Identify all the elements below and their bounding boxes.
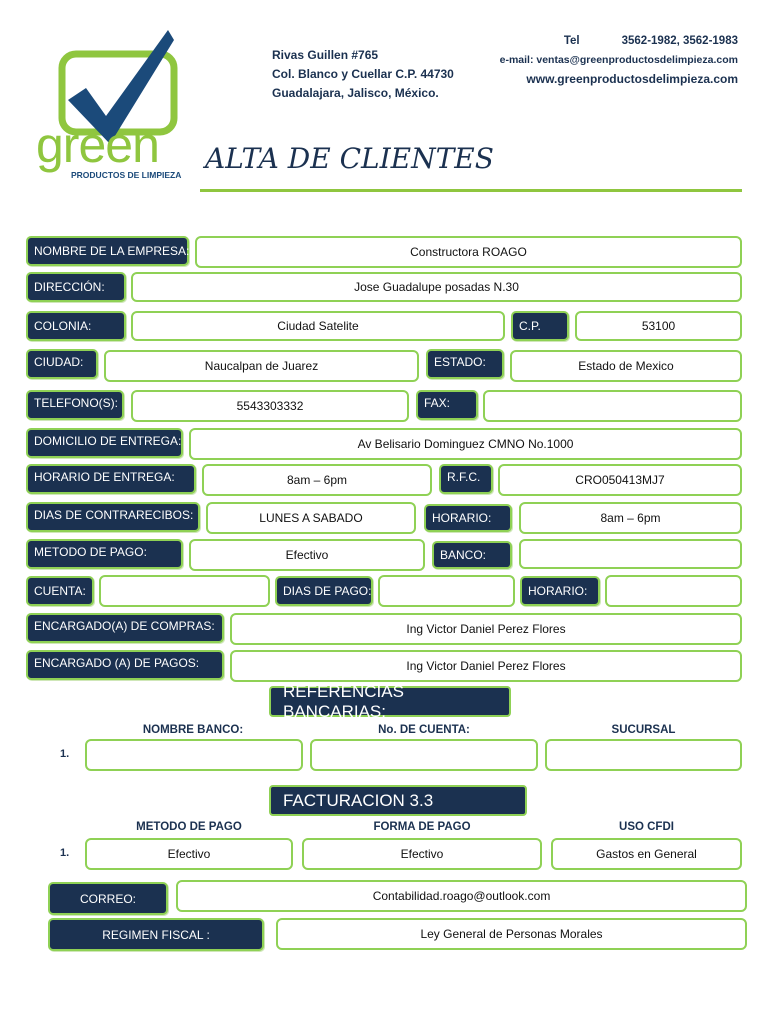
ref-row-number: 1. bbox=[60, 748, 70, 760]
fax-label: FAX: bbox=[416, 390, 478, 420]
enc-compras-label: ENCARGADO(A) DE COMPRAS: bbox=[26, 613, 224, 643]
direccion-field[interactable]: Jose Guadalupe posadas N.30 bbox=[131, 272, 742, 302]
correo-field[interactable]: Contabilidad.roago@outlook.com bbox=[176, 880, 747, 912]
fact-row-number: 1. bbox=[60, 847, 70, 859]
dias-pago-label: DIAS DE PAGO: bbox=[275, 576, 373, 606]
horario-label: HORARIO: bbox=[424, 504, 512, 532]
ciudad-label: CIUDAD: bbox=[26, 349, 98, 379]
estado-label: ESTADO: bbox=[426, 349, 504, 379]
fact-header-metodo: METODO DE PAGO bbox=[136, 821, 242, 833]
horario-entrega-label: HORARIO DE ENTREGA: bbox=[26, 464, 196, 494]
empresa-field[interactable]: Constructora ROAGO bbox=[195, 236, 742, 268]
telefono-label: TELEFONO(S): bbox=[26, 390, 124, 420]
contrarecibos-label: DIAS DE CONTRARECIBOS: bbox=[26, 502, 200, 532]
ref-header-banco: NOMBRE BANCO: bbox=[142, 724, 244, 736]
metodo-pago-field[interactable]: Efectivo bbox=[189, 539, 425, 571]
phone-value: 3562-1982, 3562-1983 bbox=[621, 35, 738, 47]
metodo-pago-label: METODO DE PAGO: bbox=[26, 539, 183, 569]
cuenta-label: CUENTA: bbox=[26, 576, 94, 606]
horario-field[interactable]: 8am – 6pm bbox=[519, 502, 742, 534]
ref-header-sucursal: SUCURSAL bbox=[611, 724, 676, 736]
rfc-label: R.F.C. bbox=[439, 464, 493, 494]
horario-entrega-field[interactable]: 8am – 6pm bbox=[202, 464, 432, 496]
colonia-label: COLONIA: bbox=[26, 311, 126, 341]
banco-field[interactable] bbox=[519, 539, 742, 569]
email-line: e-mail: ventas@greenproductosdelimpieza.… bbox=[499, 54, 738, 66]
company-logo: green PRODUCTOS DE LIMPIEZA bbox=[34, 28, 204, 186]
banco-label: BANCO: bbox=[432, 541, 512, 569]
enc-compras-field[interactable]: Ing Victor Daniel Perez Flores bbox=[230, 613, 742, 645]
checkmark-logo-icon bbox=[58, 30, 178, 144]
phone-line: Tel 3562-1982, 3562-1983 bbox=[470, 35, 738, 54]
domicilio-field[interactable]: Av Belisario Dominguez CMNO No.1000 bbox=[189, 428, 742, 460]
ciudad-field[interactable]: Naucalpan de Juarez bbox=[104, 350, 419, 382]
enc-pagos-label: ENCARGADO (A) DE PAGOS: bbox=[26, 650, 224, 680]
regimen-label: REGIMEN FISCAL : bbox=[48, 918, 264, 951]
address-line: Col. Blanco y Cuellar C.P. 44730 bbox=[272, 67, 454, 81]
fact-forma-field[interactable]: Efectivo bbox=[302, 838, 542, 870]
address-line: Guadalajara, Jalisco, México. bbox=[272, 86, 439, 100]
brand-subtitle: PRODUCTOS DE LIMPIEZA bbox=[70, 170, 183, 180]
phone-label: Tel bbox=[563, 35, 580, 47]
dias-pago-field[interactable] bbox=[378, 575, 515, 607]
fact-metodo-field[interactable]: Efectivo bbox=[85, 838, 293, 870]
estado-field[interactable]: Estado de Mexico bbox=[510, 350, 742, 382]
fax-field[interactable] bbox=[483, 390, 742, 422]
rfc-field[interactable]: CRO050413MJ7 bbox=[498, 464, 742, 496]
fact-header-uso: USO CFDI bbox=[619, 821, 674, 833]
colonia-field[interactable]: Ciudad Satelite bbox=[131, 311, 505, 341]
brand-wordmark: green bbox=[36, 117, 160, 173]
ref-banco-field[interactable] bbox=[85, 739, 303, 771]
company-address: Rivas Guillen #765 Col. Blanco y Cuellar… bbox=[272, 46, 492, 103]
referencias-title: REFERENCIAS BANCARIAS: bbox=[269, 682, 511, 721]
company-contact: Tel 3562-1982, 3562-1983 e-mail: ventas@g… bbox=[470, 35, 738, 86]
regimen-field[interactable]: Ley General de Personas Morales bbox=[276, 918, 747, 950]
empresa-label: NOMBRE DE LA EMPRESA: bbox=[26, 236, 189, 266]
cp-field[interactable]: 53100 bbox=[575, 311, 742, 341]
ref-header-cuenta: No. DE CUENTA: bbox=[378, 724, 470, 736]
facturacion-title: FACTURACION 3.3 bbox=[269, 785, 527, 816]
page-title: ALTA DE CLIENTES bbox=[205, 142, 494, 175]
title-divider bbox=[200, 189, 742, 192]
horario2-label: HORARIO: bbox=[520, 576, 600, 606]
fact-uso-field[interactable]: Gastos en General bbox=[551, 838, 742, 870]
horario2-field[interactable] bbox=[605, 575, 742, 607]
website-line: www.greenproductosdelimpieza.com bbox=[526, 72, 738, 86]
direccion-label: DIRECCIÓN: bbox=[26, 272, 126, 302]
telefono-field[interactable]: 5543303332 bbox=[131, 390, 409, 422]
ref-sucursal-field[interactable] bbox=[545, 739, 742, 771]
address-line: Rivas Guillen #765 bbox=[272, 48, 379, 62]
contrarecibos-field[interactable]: LUNES A SABADO bbox=[206, 502, 416, 534]
cuenta-field[interactable] bbox=[99, 575, 270, 607]
fact-header-forma: FORMA DE PAGO bbox=[373, 821, 471, 833]
domicilio-label: DOMICILIO DE ENTREGA: bbox=[26, 428, 183, 458]
enc-pagos-field[interactable]: Ing Victor Daniel Perez Flores bbox=[230, 650, 742, 682]
ref-cuenta-field[interactable] bbox=[310, 739, 538, 771]
correo-label: CORREO: bbox=[48, 882, 168, 915]
cp-label: C.P. bbox=[511, 311, 569, 341]
